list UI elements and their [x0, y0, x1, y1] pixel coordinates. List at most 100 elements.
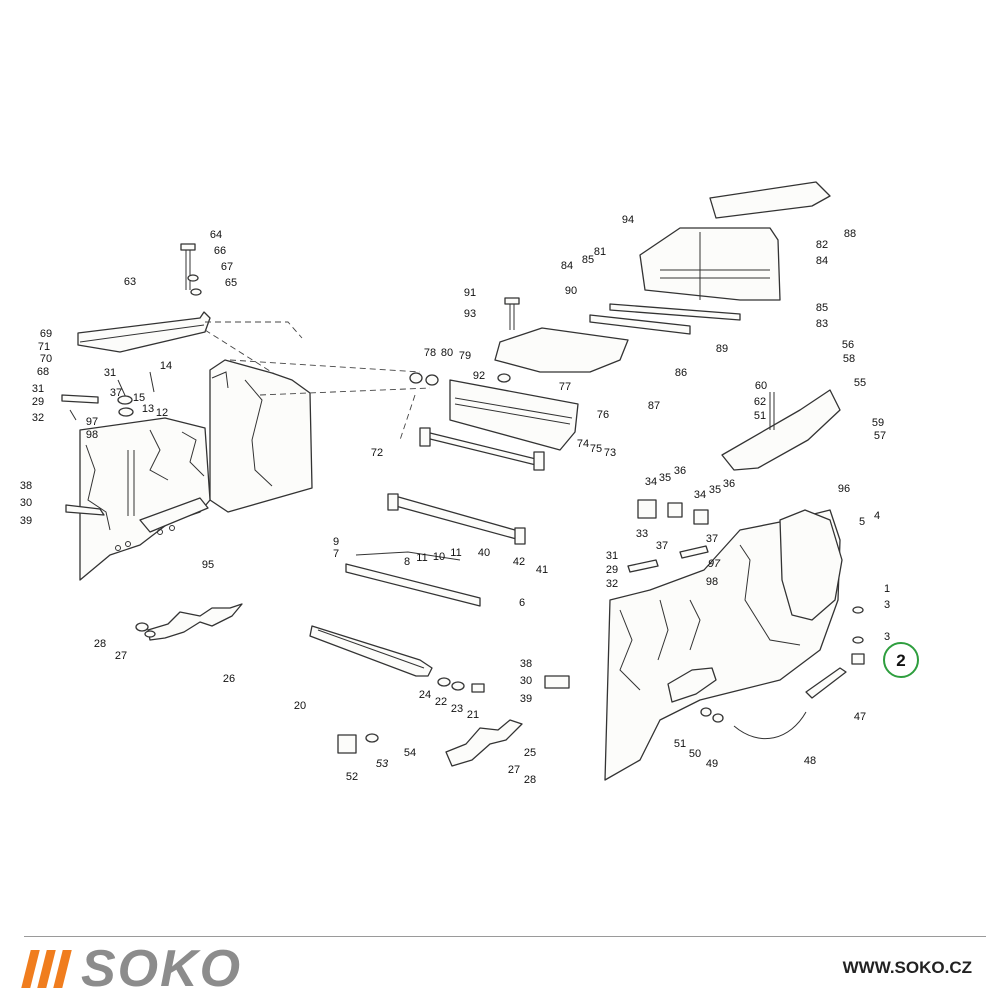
part-callout-38: 38 — [20, 480, 32, 492]
part-callout-50: 50 — [689, 748, 701, 760]
part-callout-91: 91 — [464, 287, 476, 299]
part-callout-37: 37 — [706, 533, 718, 545]
part-callout-95: 95 — [202, 559, 214, 571]
part-callout-1: 1 — [884, 583, 890, 595]
part-callout-31: 31 — [606, 550, 618, 562]
part-callout-39: 39 — [520, 693, 532, 705]
part-callout-55: 55 — [854, 377, 866, 389]
part-callout-42: 42 — [513, 556, 525, 568]
part-callout-51: 51 — [754, 410, 766, 422]
part-callout-70: 70 — [40, 353, 52, 365]
part-callout-3: 3 — [884, 599, 890, 611]
part-callout-27: 27 — [115, 650, 127, 662]
part-callout-75: 75 — [590, 443, 602, 455]
part-callout-78: 78 — [424, 347, 436, 359]
part-callout-30: 30 — [520, 675, 532, 687]
website-link[interactable]: WWW.SOKO.CZ — [842, 958, 972, 977]
part-callout-85: 85 — [816, 302, 828, 314]
part-callout-6: 6 — [519, 597, 525, 609]
part-callout-39: 39 — [20, 515, 32, 527]
part-callout-36: 36 — [674, 465, 686, 477]
part-callout-51: 51 — [674, 738, 686, 750]
part-callout-89: 89 — [716, 343, 728, 355]
part-callout-33: 33 — [636, 528, 648, 540]
highlighted-callout-2: 2 — [883, 642, 919, 678]
part-callout-65: 65 — [225, 277, 237, 289]
part-callout-13: 13 — [142, 403, 154, 415]
part-callout-15: 15 — [133, 392, 145, 404]
part-callout-11: 11 — [450, 547, 461, 559]
part-callout-79: 79 — [459, 350, 471, 362]
part-callout-41: 41 — [536, 564, 548, 576]
part-callout-67: 67 — [221, 261, 233, 273]
part-callout-97: 97 — [86, 416, 98, 428]
part-callout-26: 26 — [223, 673, 235, 685]
part-callout-14: 14 — [160, 360, 172, 372]
part-callout-32: 32 — [606, 578, 618, 590]
part-callout-49: 49 — [706, 758, 718, 770]
part-callout-56: 56 — [842, 339, 854, 351]
part-callout-34: 34 — [645, 476, 657, 488]
part-callout-5: 5 — [859, 516, 865, 528]
part-callout-88: 88 — [844, 228, 856, 240]
part-callout-68: 68 — [37, 366, 49, 378]
part-callout-60: 60 — [755, 380, 767, 392]
footer-divider — [24, 936, 986, 937]
part-callout-12: 12 — [156, 407, 168, 419]
part-callout-52: 52 — [346, 771, 358, 783]
part-callout-54: 54 — [404, 747, 416, 759]
part-callout-58: 58 — [843, 353, 855, 365]
part-callout-77: 77 — [559, 381, 571, 393]
part-callout-87: 87 — [648, 400, 660, 412]
part-callout-38: 38 — [520, 658, 532, 670]
part-callout-62: 62 — [754, 396, 766, 408]
highlight-label: 2 — [896, 651, 905, 670]
part-callout-64: 64 — [210, 229, 222, 241]
part-callout-69: 69 — [40, 328, 52, 340]
part-callout-48: 48 — [804, 755, 816, 767]
part-callout-3: 3 — [884, 631, 890, 643]
part-callout-25: 25 — [524, 747, 536, 759]
part-callout-72: 72 — [371, 447, 383, 459]
part-callout-57: 57 — [874, 430, 886, 442]
part-callout-76: 76 — [597, 409, 609, 421]
part-callout-22: 22 — [435, 696, 447, 708]
part-callout-90: 90 — [565, 285, 577, 297]
logo-wordmark: SOKO — [81, 940, 243, 998]
part-callout-8: 8 — [404, 556, 410, 568]
part-callout-84: 84 — [561, 260, 573, 272]
part-callout-35: 35 — [709, 484, 721, 496]
highlight-ring — [883, 642, 919, 678]
part-callout-73: 73 — [604, 447, 616, 459]
part-callout-9: 9 — [333, 536, 339, 548]
part-callout-93: 93 — [464, 308, 476, 320]
parts-drawing — [61, 181, 865, 781]
part-callout-81: 81 — [594, 246, 606, 258]
part-callout-82: 82 — [816, 239, 828, 251]
soko-logo: SOKO — [21, 940, 243, 998]
part-callout-28: 28 — [524, 774, 536, 786]
part-callout-94: 94 — [622, 214, 634, 226]
part-callout-40: 40 — [478, 547, 490, 559]
part-callout-7: 7 — [333, 548, 339, 560]
part-callout-36: 36 — [723, 478, 735, 490]
part-callout-31: 31 — [104, 367, 116, 379]
part-callout-32: 32 — [32, 412, 44, 424]
part-callout-24: 24 — [419, 689, 431, 701]
part-callout-71: 71 — [38, 341, 50, 353]
part-callout-86: 86 — [675, 367, 687, 379]
part-callout-83: 83 — [816, 318, 828, 330]
part-callout-92: 92 — [473, 370, 485, 382]
part-callout-35: 35 — [659, 472, 671, 484]
part-callout-97: 97 — [708, 558, 721, 570]
logo-stripes-icon — [21, 950, 72, 988]
part-callout-74: 74 — [577, 438, 589, 450]
part-callout-10: 10 — [433, 551, 445, 563]
part-callout-27: 27 — [508, 764, 520, 776]
part-callout-98: 98 — [706, 576, 718, 588]
part-callout-23: 23 — [451, 703, 463, 715]
part-callout-98: 98 — [86, 429, 98, 441]
part-callout-53: 53 — [376, 758, 389, 770]
